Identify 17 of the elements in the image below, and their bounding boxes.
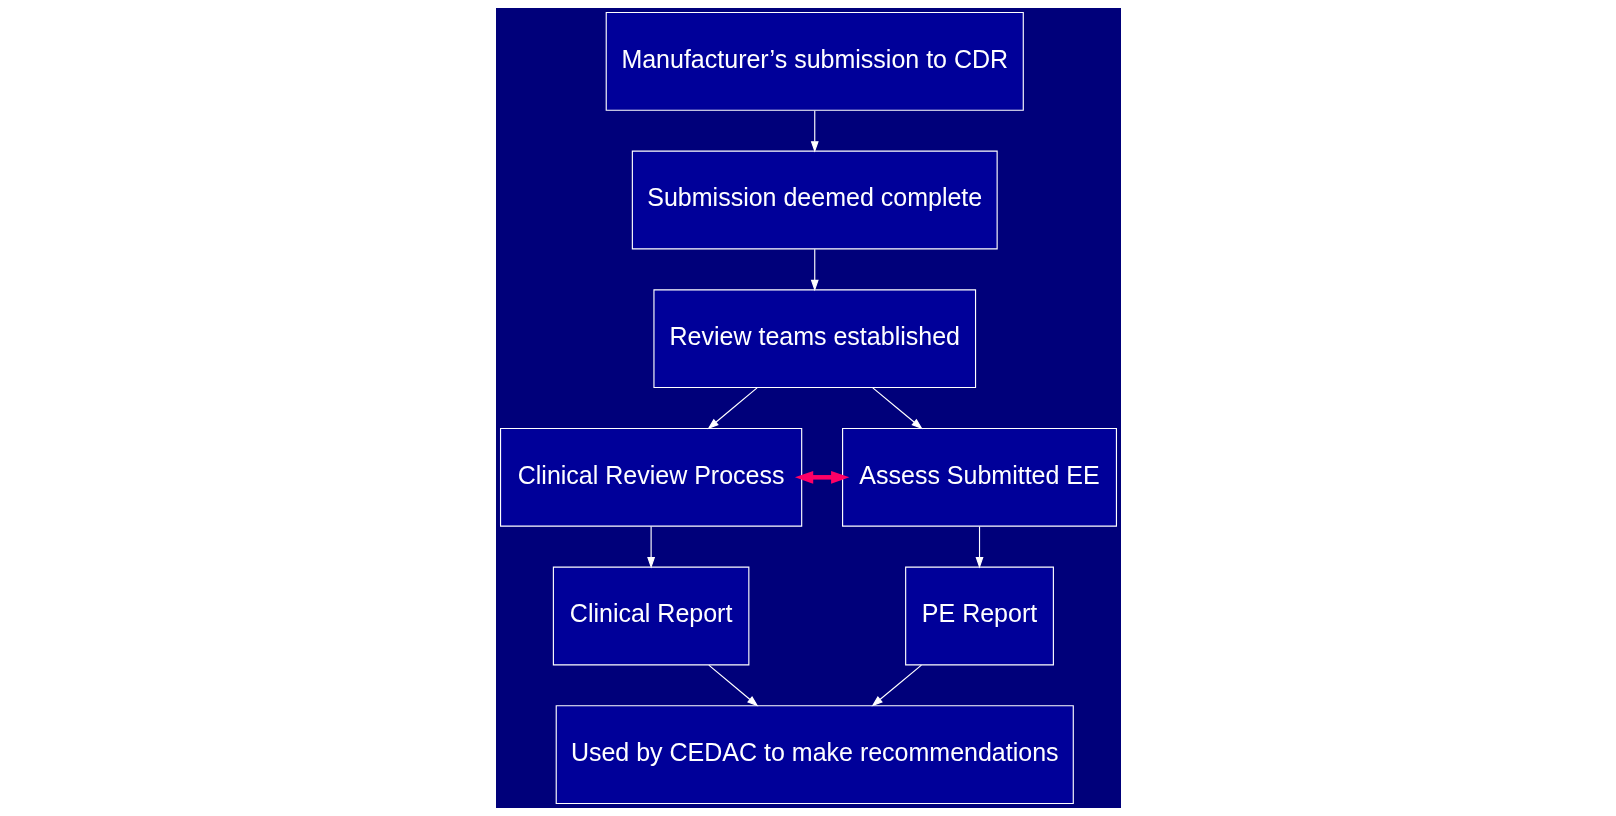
- node-box: Clinical Review Process: [499, 427, 802, 527]
- arrow: [975, 525, 983, 569]
- node-box: Manufacturer’s submission to CDR: [605, 12, 1024, 111]
- node-box: Clinical Report: [552, 566, 749, 666]
- arrow: [707, 387, 758, 430]
- arrow: [794, 470, 849, 484]
- arrow: [707, 664, 758, 707]
- arrow: [646, 525, 655, 569]
- node-box: Submission deemed complete: [631, 150, 998, 250]
- node-box: Used by CEDAC to make recommendations: [555, 705, 1074, 805]
- arrow: [871, 664, 922, 707]
- node-box: Assess Submitted EE: [841, 427, 1117, 527]
- node-box: Review teams established: [652, 289, 976, 389]
- arrow: [810, 110, 819, 153]
- arrow: [810, 248, 819, 292]
- node-box: PE Report: [904, 566, 1054, 666]
- arrow: [871, 387, 923, 430]
